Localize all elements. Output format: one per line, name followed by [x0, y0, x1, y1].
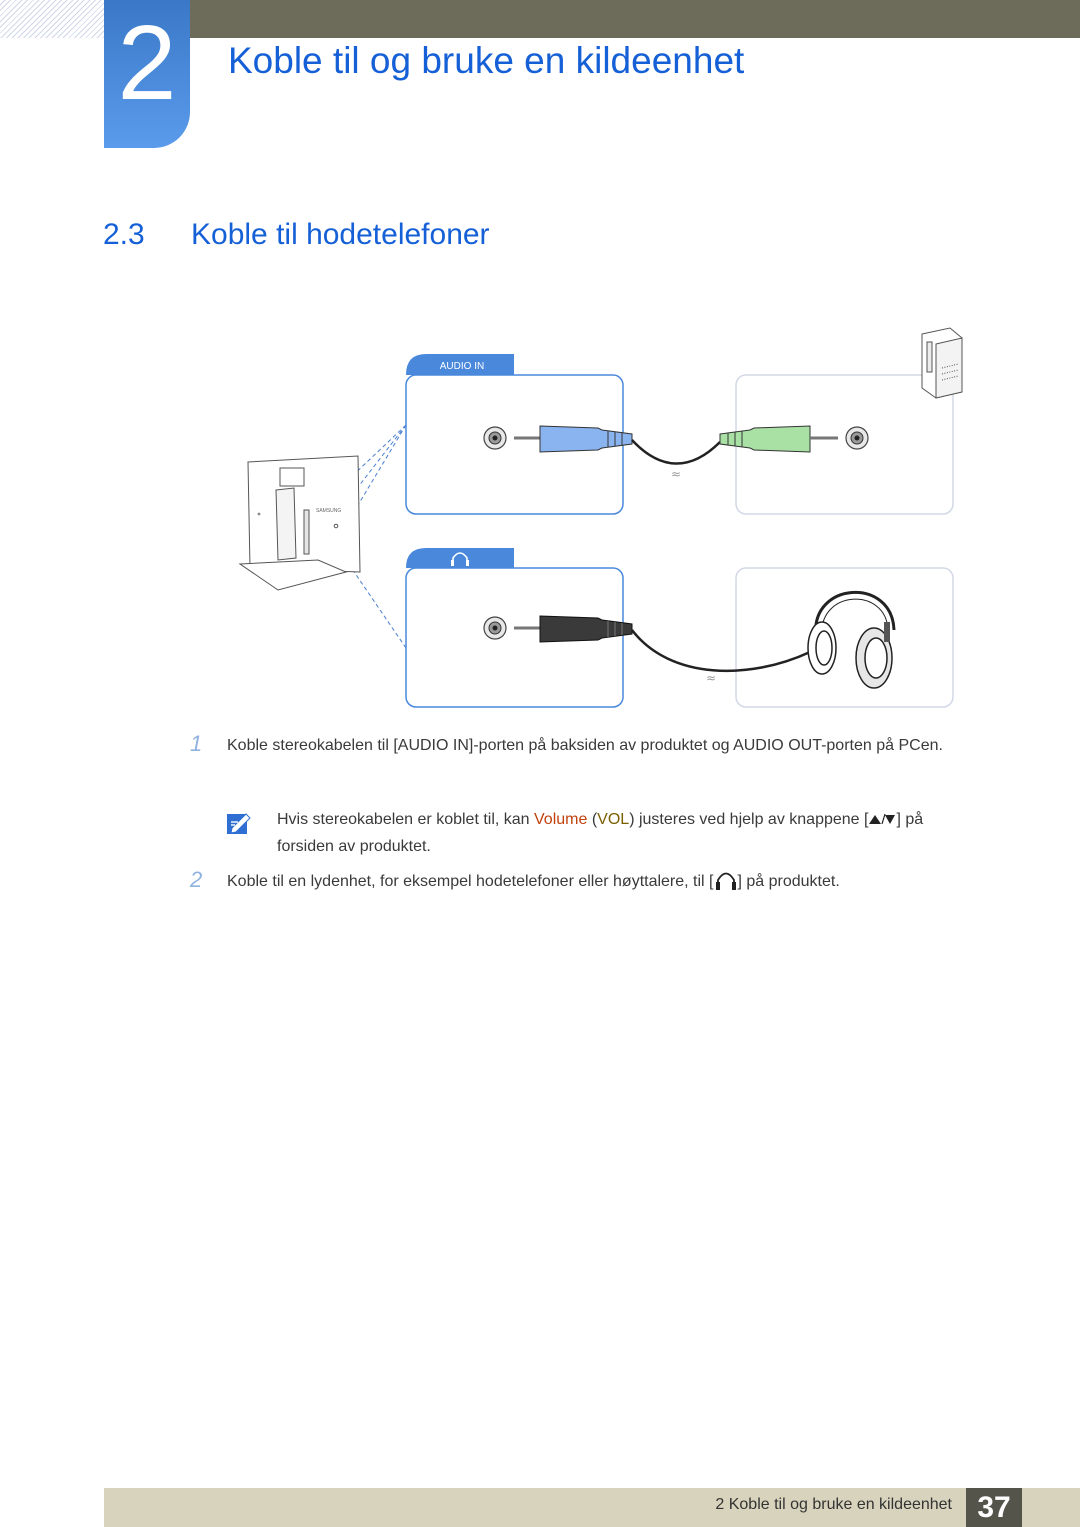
note-text: Hvis stereokabelen er koblet til, kan Vo…	[277, 806, 980, 860]
note-text-part: Hvis stereokabelen er koblet til, kan	[277, 811, 535, 828]
vol-label: VOL	[597, 811, 630, 828]
chapter-badge: 2	[104, 0, 190, 148]
note-text-part: (	[587, 811, 598, 828]
section-number: 2.3	[103, 218, 145, 251]
chapter-number: 2	[117, 4, 177, 122]
step-text: Koble til en lydenhet, for eksempel hode…	[227, 868, 980, 895]
headphone-icon	[715, 872, 736, 890]
headphone-cable	[631, 629, 811, 673]
step-text: Koble stereokabelen til [AUDIO IN]-porte…	[227, 737, 943, 754]
headphone-tab-icon	[451, 552, 469, 566]
monitor-icon: SAMSUNG	[238, 455, 361, 591]
headphone-port-panel	[405, 567, 624, 708]
headphone-jack	[483, 616, 507, 640]
step-text-part: ] på produktet.	[737, 873, 840, 890]
audio-in-label: AUDIO IN	[440, 361, 484, 372]
audio-out-jack	[845, 426, 869, 450]
headphones-icon	[807, 591, 896, 689]
stereo-cable	[631, 439, 721, 465]
up-down-arrows-icon	[869, 813, 896, 825]
note-icon	[227, 813, 251, 834]
audio-in-tab	[406, 354, 514, 375]
note-text-part: ) justeres ved hjelp av knappene [	[629, 811, 869, 828]
section-title: Koble til hodetelefoner	[191, 218, 490, 251]
section-heading: 2.3 Koble til hodetelefoner	[103, 218, 490, 252]
pc-tower-icon	[921, 327, 963, 399]
header-hatch-decoration	[0, 0, 104, 38]
chapter-title: Koble til og bruke en kildeenhet	[228, 40, 745, 81]
step-1: 1 Koble stereokabelen til [AUDIO IN]-por…	[190, 731, 980, 759]
header-bar	[190, 0, 1080, 38]
footer-bar: 2 Koble til og bruke en kildeenhet	[104, 1488, 966, 1527]
footer-chapter-title: 2 Koble til og bruke en kildeenhet	[715, 1496, 952, 1513]
connection-diagram: SAMSUNG AUDIO IN ≈	[238, 327, 963, 708]
step-2: 2 Koble til en lydenhet, for eksempel ho…	[190, 867, 980, 895]
guide-line	[345, 559, 407, 649]
cable-break-mark: ≈	[706, 671, 716, 685]
step-number: 2	[190, 867, 203, 892]
footer-bar-end	[1022, 1488, 1080, 1527]
audio-in-jack	[483, 426, 507, 450]
blue-audio-plug	[514, 425, 633, 453]
guide-line	[345, 424, 407, 526]
black-headphone-plug	[514, 615, 633, 643]
cable-break-mark: ≈	[671, 467, 681, 481]
headphone-tab	[406, 548, 514, 568]
step-text-part: Koble til en lydenhet, for eksempel hode…	[227, 873, 714, 890]
green-audio-plug	[719, 425, 838, 453]
page-number: 37	[966, 1488, 1022, 1527]
step-number: 1	[190, 731, 203, 756]
volume-label: Volume	[534, 811, 588, 828]
headphone-panel	[735, 567, 954, 708]
monitor-brand: SAMSUNG	[316, 508, 341, 514]
note-text-part: ] på forsiden av produktet.	[277, 811, 924, 855]
note: Hvis stereokabelen er koblet til, kan Vo…	[226, 806, 980, 860]
